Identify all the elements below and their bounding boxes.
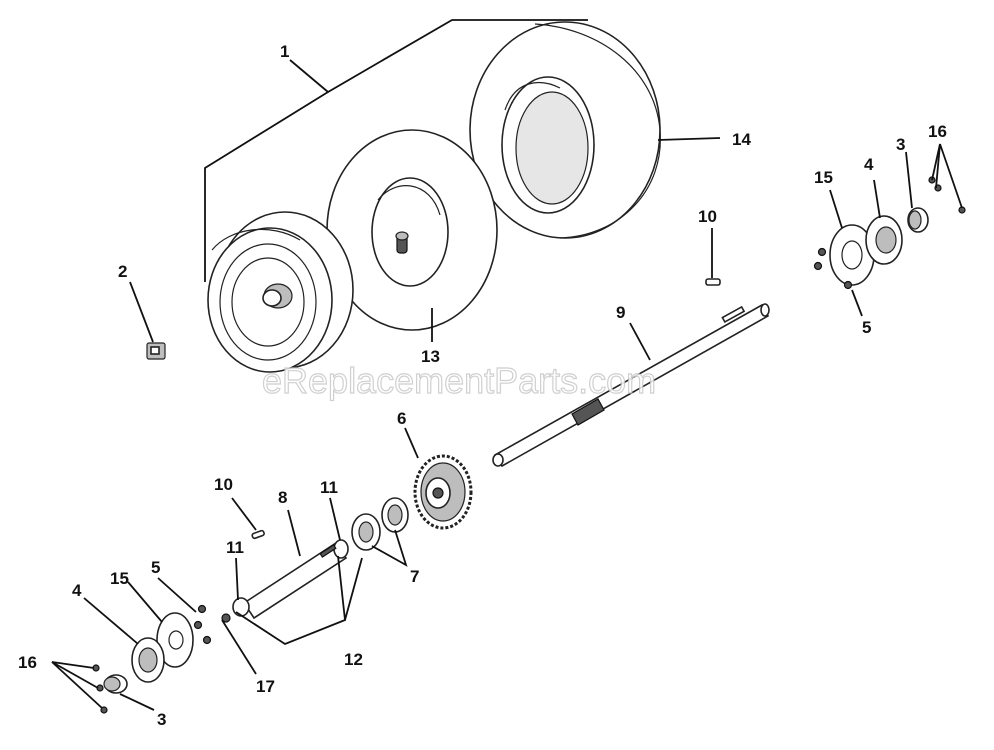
callout-17: 17 bbox=[256, 677, 275, 696]
sprocket-gear bbox=[413, 454, 473, 530]
valve-stem bbox=[146, 342, 166, 360]
callout-labels: 1 2 13 14 10 9 15 4 3 16 5 6 10 8 11 11 … bbox=[18, 42, 947, 729]
axle-shaft bbox=[492, 303, 770, 468]
callout-2: 2 bbox=[118, 262, 127, 281]
callout-6: 6 bbox=[397, 409, 406, 428]
watermark-text: eReplacementParts.com bbox=[262, 360, 656, 401]
callout-14: 14 bbox=[732, 130, 751, 149]
spacers bbox=[351, 497, 409, 551]
callout-10-lower: 10 bbox=[214, 475, 233, 494]
callout-10-upper: 10 bbox=[698, 207, 717, 226]
callout-4-right: 4 bbox=[864, 155, 874, 174]
callout-8: 8 bbox=[278, 488, 287, 507]
inner-tube bbox=[326, 129, 498, 331]
callout-15-right: 15 bbox=[814, 168, 833, 187]
key-lower bbox=[251, 529, 265, 540]
callout-4-left: 4 bbox=[72, 581, 82, 600]
callout-1: 1 bbox=[280, 42, 289, 61]
callout-13: 13 bbox=[421, 347, 440, 366]
callout-11-upper: 11 bbox=[320, 478, 338, 497]
callout-5-right: 5 bbox=[862, 318, 871, 337]
callout-7: 7 bbox=[410, 567, 419, 586]
leader-lines bbox=[51, 19, 963, 711]
callout-16-left: 16 bbox=[18, 653, 37, 672]
callout-5-left: 5 bbox=[151, 558, 160, 577]
key-upper bbox=[705, 278, 721, 286]
left-hub-assembly bbox=[92, 604, 231, 714]
shaft-tube bbox=[232, 539, 349, 620]
callout-3-left: 3 bbox=[157, 710, 166, 729]
callout-3-right: 3 bbox=[896, 135, 905, 154]
callout-15-left: 15 bbox=[110, 569, 129, 588]
tire bbox=[469, 21, 661, 239]
callout-12: 12 bbox=[344, 650, 363, 669]
callout-9: 9 bbox=[616, 303, 625, 322]
wheel-rim bbox=[207, 211, 354, 373]
right-hub-assembly bbox=[813, 176, 966, 290]
callout-16-right: 16 bbox=[928, 122, 947, 141]
callout-11-lower: 11 bbox=[226, 538, 244, 557]
